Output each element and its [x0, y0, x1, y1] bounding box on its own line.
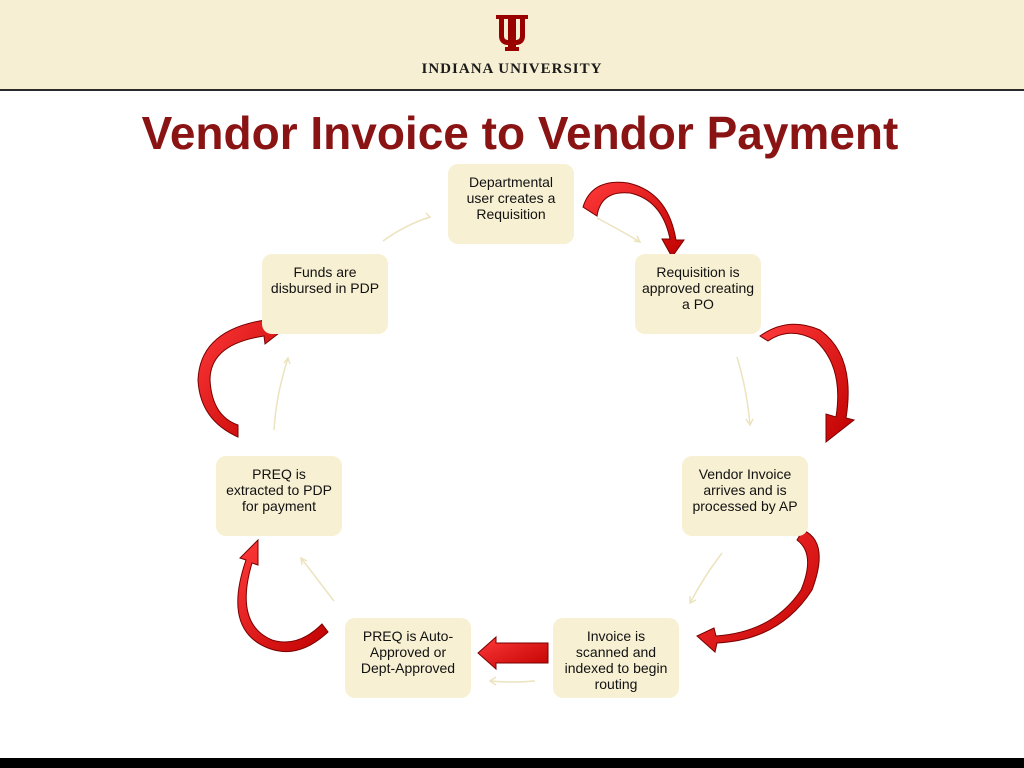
step-label: Funds are disbursed in PDP: [270, 264, 380, 296]
step-requisition-approved: Requisition is approved creating a PO: [635, 254, 761, 334]
red-arrow-2: [759, 323, 856, 444]
university-name: INDIANA UNIVERSITY: [421, 61, 603, 77]
step-invoice-scanned: Invoice is scanned and indexed to begin …: [553, 618, 679, 698]
header-banner: INDIANA UNIVERSITY: [0, 0, 1024, 91]
step-label: PREQ is extracted to PDP for payment: [226, 466, 332, 514]
step-create-requisition: Departmental user creates a Requisition: [448, 164, 574, 244]
step-label: Vendor Invoice arrives and is processed …: [692, 466, 798, 514]
page-title: Vendor Invoice to Vendor Payment: [141, 107, 899, 159]
footer-bar: [0, 758, 1024, 768]
step-funds-disbursed: Funds are disbursed in PDP: [262, 254, 388, 334]
step-label: Invoice is scanned and indexed to begin …: [564, 628, 668, 692]
step-vendor-invoice-arrives: Vendor Invoice arrives and is processed …: [682, 456, 808, 536]
red-arrow-5: [237, 538, 329, 653]
red-arrow-4: [477, 635, 549, 671]
red-arrow-3: [696, 529, 820, 653]
red-arrow-1: [582, 181, 685, 258]
step-label: PREQ is Auto-Approved or Dept-Approved: [360, 628, 456, 676]
iu-trident-icon: [496, 15, 528, 51]
step-preq-extracted: PREQ is extracted to PDP for payment: [216, 456, 342, 536]
faint-connectors: [273, 212, 754, 686]
step-label: Departmental user creates a Requisition: [466, 174, 556, 222]
step-label: Requisition is approved creating a PO: [641, 264, 755, 312]
step-preq-approved: PREQ is Auto-Approved or Dept-Approved: [345, 618, 471, 698]
